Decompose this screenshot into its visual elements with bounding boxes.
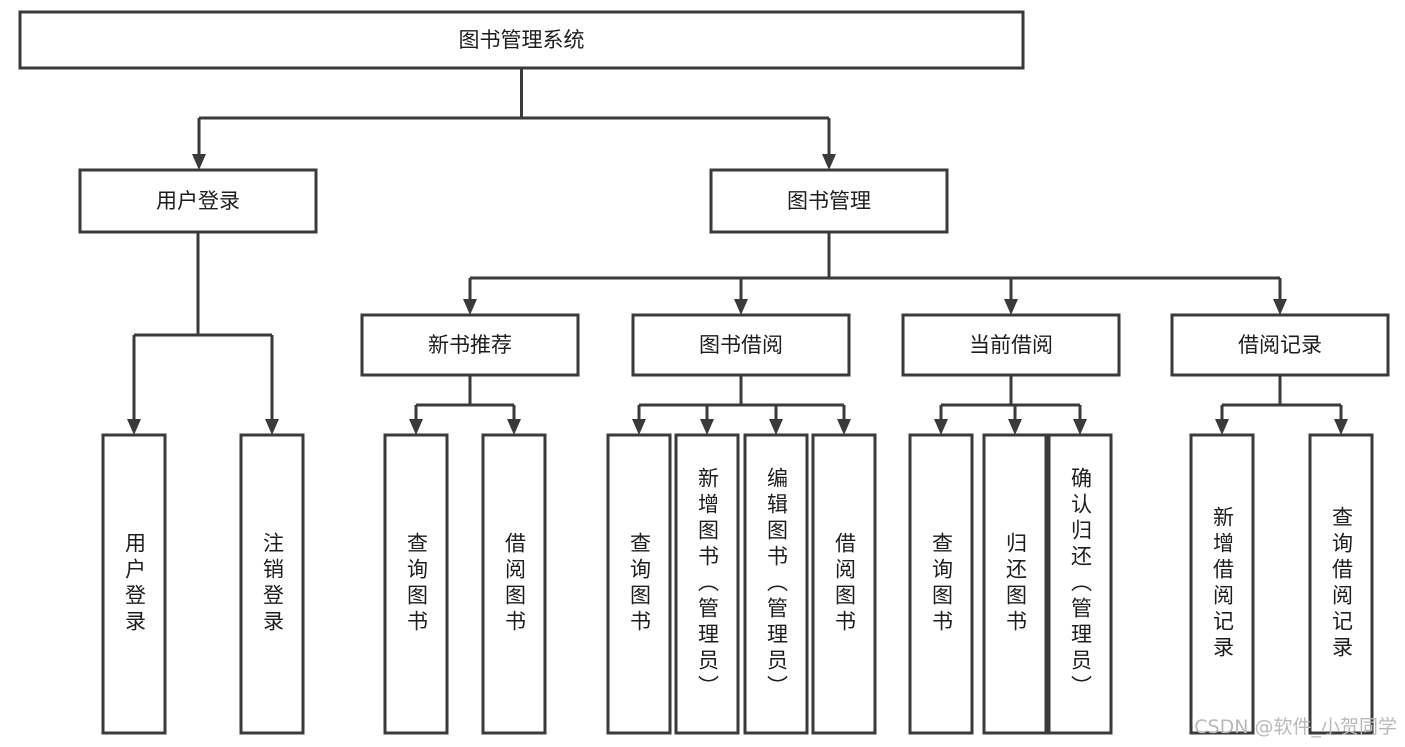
leaf-node-编辑图书（管理员）[interactable] xyxy=(743,433,809,735)
leaf-node-用户登录[interactable] xyxy=(101,433,167,735)
root-node-图书管理系统[interactable]: 图书管理系统 xyxy=(18,10,1025,70)
leaf-node-借阅图书[interactable] xyxy=(481,433,547,735)
leaf-node-借阅图书[interactable] xyxy=(811,433,877,735)
leaf-node-注销登录[interactable] xyxy=(239,433,305,735)
node-label: 新书推荐 xyxy=(428,333,512,357)
level2-node-用户登录[interactable]: 用户登录 xyxy=(78,168,318,234)
leaf-node-归还图书[interactable] xyxy=(982,433,1048,735)
level3-node-新书推荐[interactable]: 新书推荐 xyxy=(360,313,580,377)
watermark-text: CSDN @软件_小贺同学 xyxy=(1194,716,1397,738)
node-label: 图书借阅 xyxy=(699,333,783,357)
leaf-node-查询图书[interactable] xyxy=(908,433,974,735)
level3-node-当前借阅[interactable]: 当前借阅 xyxy=(901,313,1121,377)
node-label: 借阅记录 xyxy=(1238,333,1322,357)
node-label: 当前借阅 xyxy=(969,333,1053,357)
leaf-node-确认归还（管理员）[interactable] xyxy=(1047,433,1113,735)
leaf-node-查询图书[interactable] xyxy=(606,433,672,735)
level3-node-借阅记录[interactable]: 借阅记录 xyxy=(1170,313,1390,377)
level2-node-图书管理[interactable]: 图书管理 xyxy=(709,168,949,234)
connector-edges xyxy=(127,68,1348,435)
node-label: 用户登录 xyxy=(156,189,240,213)
leaf-node-新增图书（管理员）[interactable] xyxy=(674,433,740,735)
leaf-node-查询借阅记录[interactable] xyxy=(1308,433,1374,735)
leaf-node-查询图书[interactable] xyxy=(383,433,449,735)
leaf-node-新增借阅记录[interactable] xyxy=(1189,433,1255,735)
node-label: 图书管理系统 xyxy=(459,28,585,52)
level3-node-图书借阅[interactable]: 图书借阅 xyxy=(631,313,851,377)
node-label: 图书管理 xyxy=(787,189,871,213)
